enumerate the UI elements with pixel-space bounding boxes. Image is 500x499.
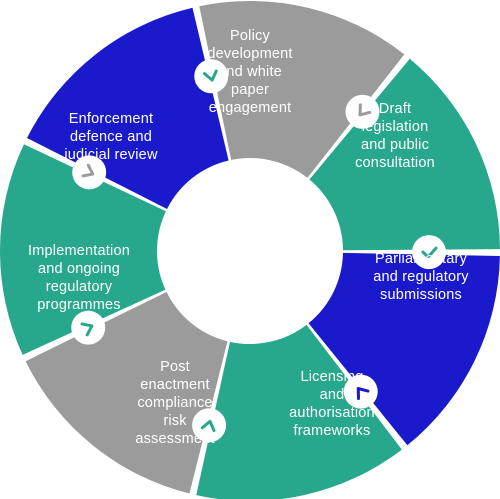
segment-licensing xyxy=(196,324,402,499)
segment-draft-legislation xyxy=(309,58,500,251)
chevron-icon xyxy=(71,310,106,345)
segment-parliamentary-submissions xyxy=(308,252,500,446)
segment-implementation xyxy=(0,144,166,355)
chevron-icon xyxy=(345,94,380,129)
segment-post-enactment xyxy=(25,291,228,494)
chevron-icon xyxy=(192,408,227,443)
check-icon xyxy=(411,235,446,270)
segment-policy-development xyxy=(199,0,405,178)
chevron-icon xyxy=(343,374,378,409)
segment-enforcement xyxy=(26,7,229,209)
chevron-icon xyxy=(72,155,107,190)
chevron-icon xyxy=(194,59,229,94)
